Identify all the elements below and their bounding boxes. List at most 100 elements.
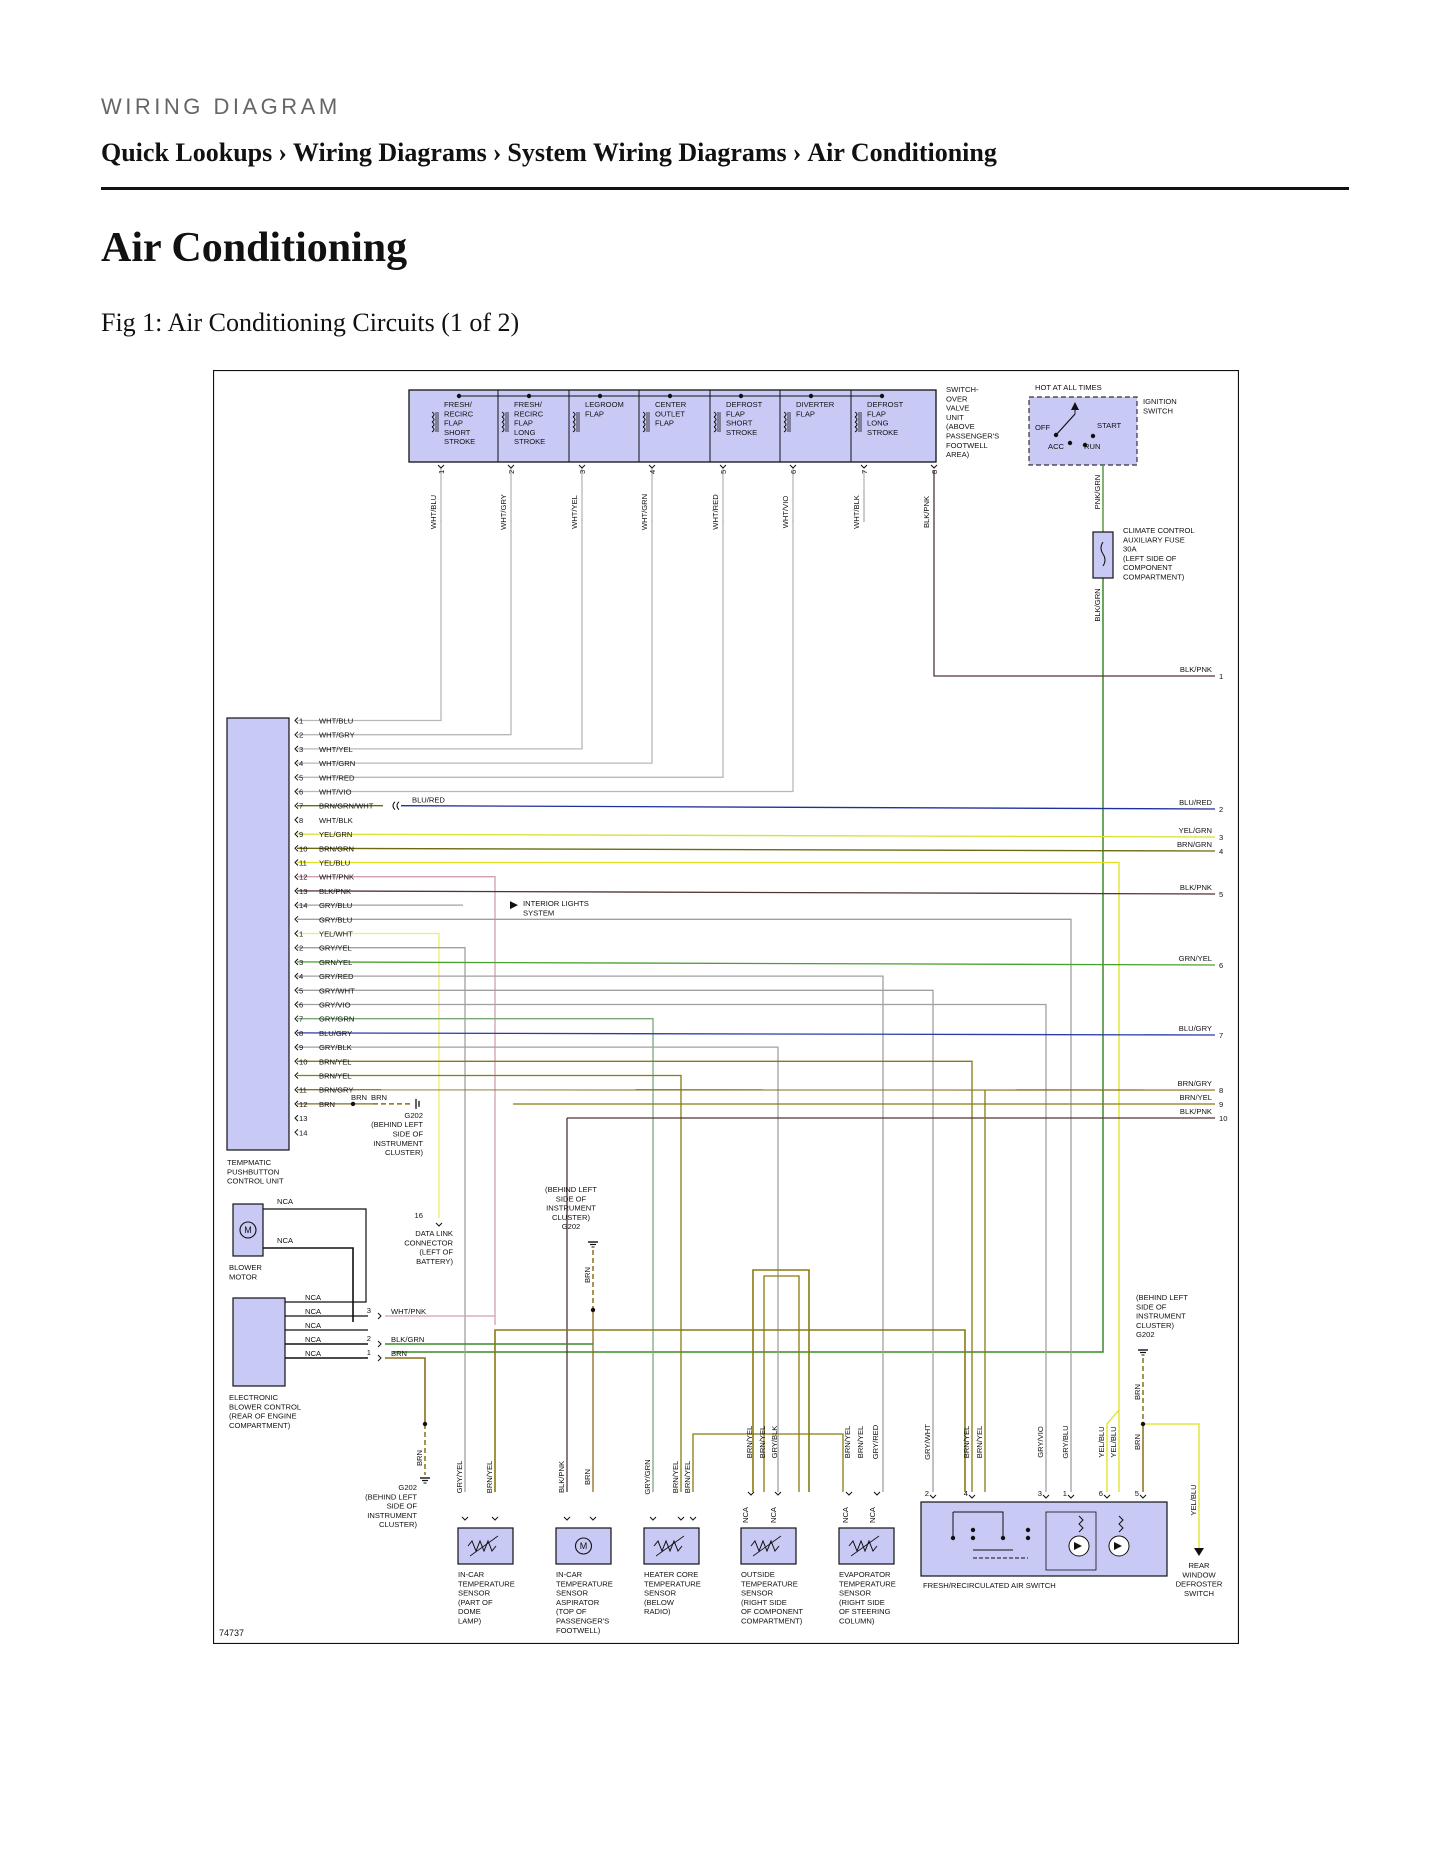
ground-label: (BEHIND LEFT — [545, 1185, 597, 1194]
sensor-label: SENSOR — [458, 1589, 491, 1598]
wire-segment — [692, 1433, 844, 1492]
control-unit-pin-number: 3 — [299, 745, 303, 754]
switchover-valve-label: FOOTWELL — [946, 441, 988, 450]
sensor-label: IN-CAR — [458, 1570, 485, 1579]
switch-contacts-icon — [952, 1511, 1013, 1551]
wire-segment — [1143, 1423, 1200, 1548]
solenoid-coil-icon — [431, 421, 435, 428]
wire-segment — [297, 975, 884, 1492]
sensor-label: TEMPERATURE — [741, 1579, 798, 1588]
breadcrumb-item-quick-lookups[interactable]: Quick Lookups — [101, 138, 273, 167]
air-switch-pin-number: 4 — [964, 1489, 968, 1498]
solenoid-coil-icon — [783, 426, 787, 433]
data-link-label: DATA LINK — [415, 1229, 453, 1238]
ground-label: INSTRUMENT — [367, 1511, 417, 1520]
connector-icon — [1042, 1494, 1050, 1499]
nca-label: NCA — [741, 1506, 750, 1523]
control-unit-pin-number: 14 — [299, 901, 307, 910]
control-unit-wire-label: BRN/GRY — [319, 1086, 353, 1095]
solenoid-coil-icon — [854, 416, 858, 423]
breadcrumb-item-wiring-diagrams[interactable]: Wiring Diagrams — [292, 138, 487, 167]
connector-icon — [294, 788, 299, 795]
solenoid-coil-icon — [713, 411, 721, 433]
offpage-reference: 1 — [1219, 672, 1223, 681]
sensor-label: TEMPERATURE — [556, 1579, 613, 1588]
wire-segment — [494, 1329, 966, 1492]
breadcrumb-item-system-wiring-diagrams[interactable]: System Wiring Diagrams — [507, 138, 787, 167]
splice-dot — [950, 1535, 956, 1541]
solenoid-coil-icon — [783, 411, 787, 418]
sensor-label: SENSOR — [556, 1589, 589, 1598]
interior-lights-label: SYSTEM — [523, 908, 554, 917]
control-unit-pin-number: 6 — [299, 1001, 303, 1010]
temperature-sensor — [740, 1527, 797, 1565]
wire-segment — [297, 520, 512, 736]
control-unit-wire-label: GRY/RED — [319, 972, 354, 981]
flap-label: FLAP — [726, 409, 745, 418]
valve-pin-number: 1 — [437, 470, 446, 474]
control-unit-wire-label: GRY/YEL — [319, 944, 352, 953]
ground-label: INSTRUMENT — [1136, 1312, 1186, 1321]
sensor-wire-label: BRN/YEL — [843, 1426, 852, 1459]
sensor-label: DOME — [458, 1607, 481, 1616]
control-unit-wire-label: BLU/GRY — [319, 1029, 352, 1038]
air-switch-wire-label: BRN — [1133, 1434, 1142, 1450]
nca-label: NCA — [868, 1506, 877, 1523]
solenoid-coil-icon — [713, 416, 717, 423]
sensor-label: COLUMN) — [839, 1617, 875, 1626]
air-switch-wire-label: BRN/YEL — [975, 1426, 984, 1459]
sensor-wire-label: BRN — [583, 1469, 592, 1485]
nca-label: NCA — [305, 1349, 322, 1358]
ground-label: SIDE OF — [556, 1194, 587, 1203]
temperature-sensor — [555, 1527, 612, 1565]
connector-icon — [294, 972, 299, 980]
valve-pin-number: 5 — [719, 470, 728, 474]
sensor-label: (BELOW — [644, 1598, 675, 1607]
connector-icon — [294, 1100, 299, 1108]
wire-segment — [385, 1357, 426, 1424]
sensor-label: (TOP OF — [556, 1607, 587, 1616]
air-switch-wire-label: GRY/BLU — [1061, 1425, 1070, 1458]
ground-label: (BEHIND LEFT — [1136, 1293, 1188, 1302]
control-unit-pin-number: 12 — [299, 873, 307, 882]
connector-icon — [294, 844, 299, 852]
connector-icon — [294, 901, 299, 909]
nca-label: NCA — [305, 1321, 322, 1330]
rear-defroster-label: DEFROSTER — [1176, 1580, 1223, 1589]
connector-icon — [1103, 1494, 1111, 1499]
wiring-diagram: MM FRESH/RECIRCFLAPSHORTSTROKEFRESH/RECI… — [213, 370, 1239, 1644]
figure-caption: Fig 1: Air Conditioning Circuits (1 of 2… — [101, 308, 520, 337]
flap-label: STROKE — [514, 437, 545, 446]
air-switch-pin-number: 6 — [1099, 1489, 1103, 1498]
connector-icon — [294, 731, 299, 739]
connector-icon — [294, 1029, 299, 1037]
ground-label: INSTRUMENT — [373, 1139, 423, 1148]
solenoid-coil-icon — [854, 411, 858, 418]
switchover-valve-label: AREA) — [946, 450, 970, 459]
wire-segment — [752, 1269, 810, 1492]
splice-dot — [1067, 440, 1073, 446]
control-unit-wire-label: WHT/YEL — [319, 745, 353, 754]
solenoid-coil-icon — [572, 416, 576, 423]
wire-segment — [1106, 1409, 1120, 1492]
hot-at-all-times-label: HOT AT ALL TIMES — [1035, 383, 1102, 392]
valve-wire-label: WHT/BLU — [429, 495, 438, 529]
control-unit-pin-number: 13 — [299, 1114, 307, 1123]
control-unit-wire-label: GRY/WHT — [319, 986, 355, 995]
offpage-wire-label: GRN/YEL — [1179, 954, 1212, 963]
wire-segment — [296, 1032, 1216, 1036]
connector-icon — [294, 1114, 299, 1122]
sensor-wire-label: GRY/BLK — [770, 1426, 779, 1459]
air-switch-pin-number: 3 — [1038, 1489, 1042, 1498]
thermistor-icon — [469, 1535, 499, 1557]
thermistor-icon — [850, 1535, 880, 1557]
offpage-reference: 7 — [1219, 1031, 1223, 1040]
control-unit-wire-label: GRY/VIO — [319, 1001, 351, 1010]
flap-label: LEGROOM — [585, 400, 624, 409]
flap-label: STROKE — [726, 428, 757, 437]
solenoid-coil-icon — [431, 411, 439, 433]
blower-control-pin-number: 2 — [367, 1334, 371, 1343]
wire-segment — [297, 1003, 1047, 1492]
breadcrumb-item-air-conditioning[interactable]: Air Conditioning — [807, 138, 997, 167]
valve-pin-number: 4 — [648, 470, 657, 474]
